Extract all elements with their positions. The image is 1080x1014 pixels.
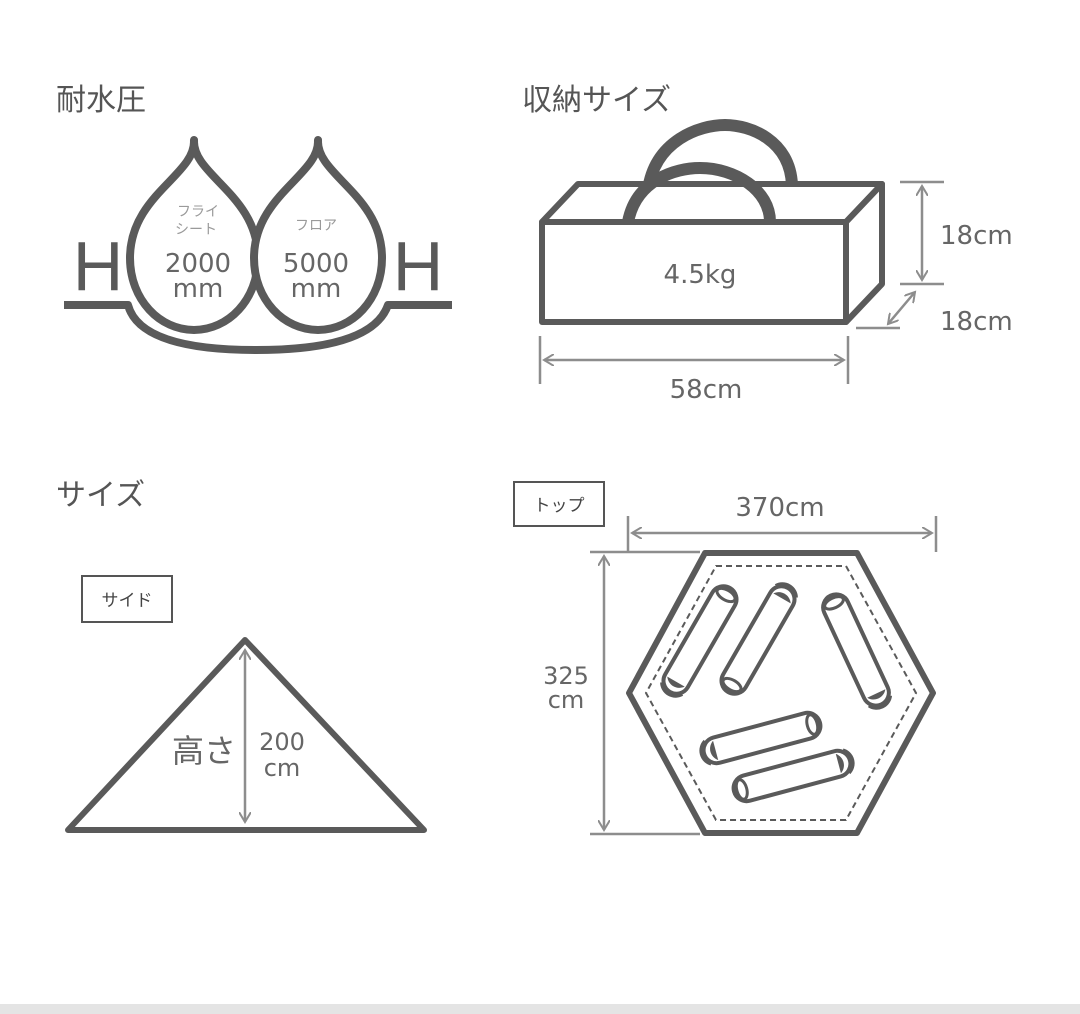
bag-front-face	[539, 219, 849, 325]
sleeping-bag	[660, 584, 739, 698]
footer-bar	[0, 1004, 1080, 1014]
water-pressure-title: 耐水圧	[56, 83, 146, 118]
side-tag-box	[81, 575, 173, 623]
sleeping-bag	[719, 582, 798, 696]
water-pressure-diagram: H H フライ シート 2000 mm フロア 5000 mm	[64, 136, 452, 354]
sleeping-bag	[699, 710, 823, 766]
fly-label-line2: シート	[175, 222, 217, 238]
tent-height-label: 高さ	[172, 732, 236, 770]
bag-weight: 4.5kg	[664, 260, 737, 290]
sleeping-bag	[731, 748, 855, 804]
right-h-label: H	[393, 227, 444, 305]
bag-handle-front	[622, 161, 776, 228]
top-width-label: 370cm	[735, 493, 824, 523]
bag-handle-back	[642, 118, 798, 196]
side-tag: サイド	[102, 591, 153, 611]
left-h-label: H	[73, 227, 124, 305]
bag-width-label: 58cm	[670, 375, 743, 405]
storage-title: 収納サイズ	[522, 83, 671, 118]
top-view: トップ 370cm 325 cm	[513, 481, 938, 836]
fly-unit: mm	[173, 274, 224, 304]
depth-dimension-line	[888, 292, 915, 324]
floor-label: フロア	[295, 218, 337, 234]
size-title: サイズ	[56, 478, 145, 513]
bag-height-label: 18cm	[940, 221, 1013, 251]
side-view: サイド 高さ 200 cm	[65, 575, 427, 833]
bag-top-face	[539, 181, 885, 225]
top-depth-value: 325	[543, 662, 589, 690]
top-tag-box	[513, 481, 605, 527]
floor-value: 5000	[283, 249, 349, 279]
sleeping-bag	[821, 592, 893, 710]
fly-value: 2000	[165, 249, 231, 279]
top-depth-unit: cm	[548, 686, 585, 714]
tent-inner-dashed-outline	[644, 565, 918, 821]
floor-unit: mm	[291, 274, 342, 304]
floor-drop	[250, 136, 386, 334]
tent-height-unit: cm	[264, 754, 301, 782]
fly-sheet-drop	[126, 136, 262, 334]
bag-depth-label: 18cm	[940, 307, 1013, 337]
fly-label-line1: フライ	[177, 204, 219, 220]
storage-bag-diagram: 4.5kg 18cm 18cm 58cm	[538, 118, 1013, 405]
ground-line	[64, 301, 452, 354]
top-tag: トップ	[534, 496, 585, 516]
tent-height-value: 200	[259, 728, 305, 756]
